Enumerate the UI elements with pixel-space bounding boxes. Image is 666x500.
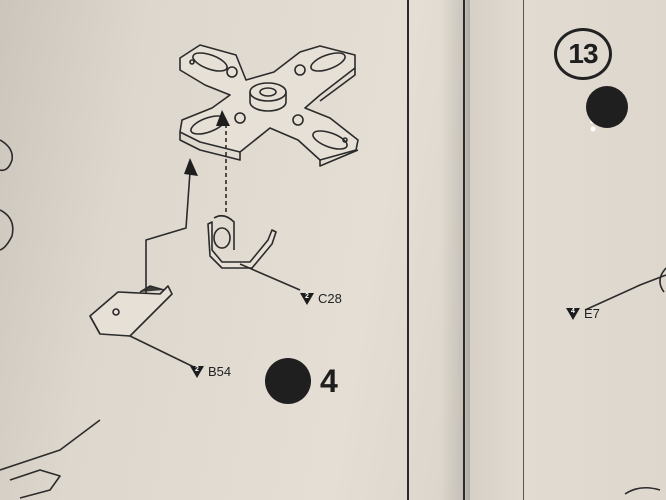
page-fold-shadow <box>440 0 470 500</box>
qty-triangle-icon: 2 <box>300 292 314 305</box>
part-label-e7: 4 E7 <box>566 306 600 321</box>
repeat-icon-badge <box>265 358 311 404</box>
qty-triangle-icon: 4 <box>566 307 580 320</box>
assembly-arrows <box>184 110 230 176</box>
part-label-c28: 2 C28 <box>300 291 342 306</box>
tab-part-drawing <box>89 285 173 337</box>
panel-divider-far <box>523 0 524 500</box>
qty-triangle-icon: 2 <box>190 365 204 378</box>
hook-part-drawing <box>207 214 277 269</box>
glue-icon-badge <box>586 86 628 128</box>
right-page-sheet <box>466 0 666 500</box>
part-id: E7 <box>584 306 600 321</box>
step-number-badge: 13 <box>554 28 612 80</box>
panel-divider-left <box>407 0 409 500</box>
part-id: C28 <box>318 291 342 306</box>
part-label-b54: 2 B54 <box>190 364 231 379</box>
panel-divider-right <box>463 0 465 500</box>
cross-part-drawing <box>179 44 359 167</box>
part-id: B54 <box>208 364 232 379</box>
repeat-count: 4 <box>320 363 338 399</box>
